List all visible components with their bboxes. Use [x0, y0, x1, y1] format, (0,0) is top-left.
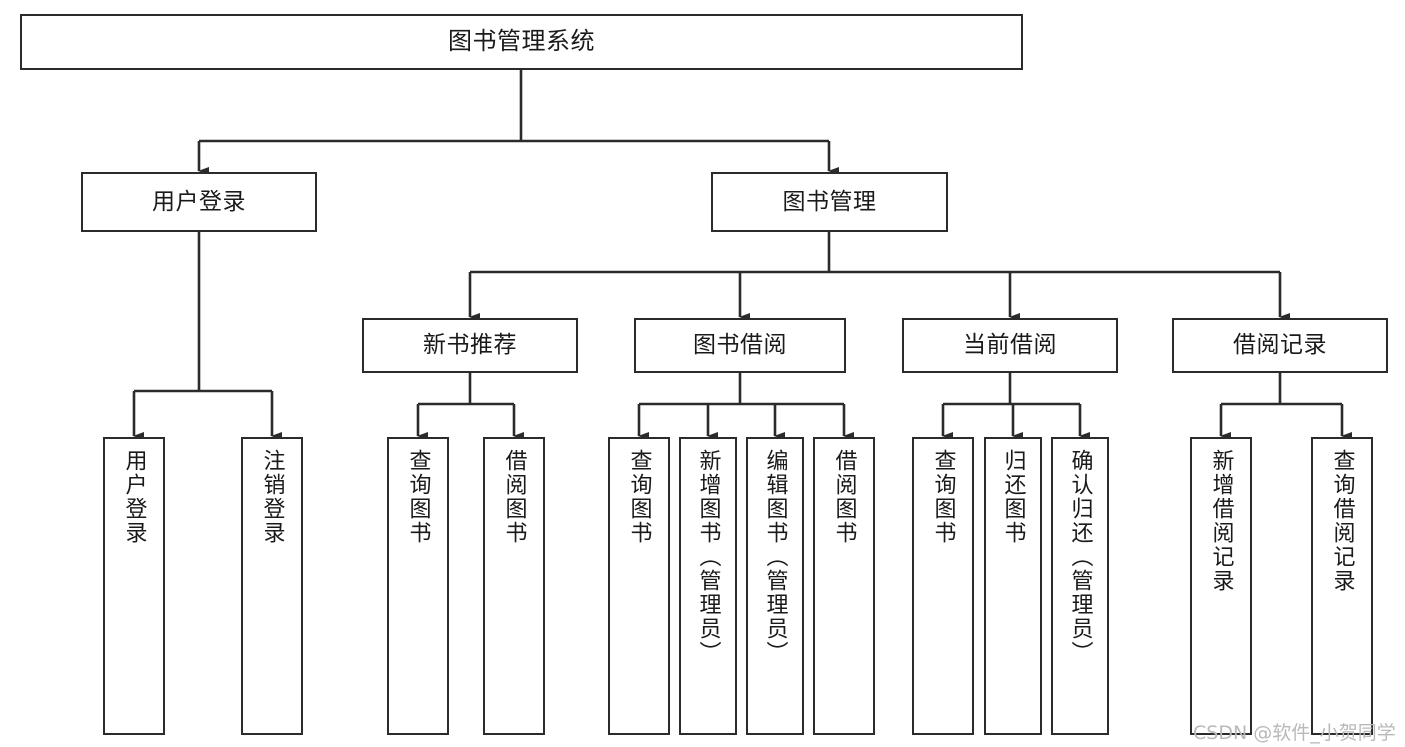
node-leaf-user-logout[interactable]: 注销登录 — [241, 437, 303, 735]
node-leaf-query-borrow-record[interactable]: 查询借阅记录 — [1311, 437, 1373, 735]
node-leaf-add-book-admin-label: 新增图书（管理员） — [695, 449, 721, 665]
node-leaf-borrow-book-2[interactable]: 借阅图书 — [813, 437, 875, 735]
node-leaf-return-book-label: 归还图书 — [1000, 449, 1026, 545]
node-leaf-user-login-label: 用户登录 — [121, 449, 147, 545]
node-user-login-label: 用户登录 — [152, 188, 246, 215]
node-leaf-user-login[interactable]: 用户登录 — [103, 437, 165, 735]
node-root-label: 图书管理系统 — [448, 27, 595, 56]
node-borrow-record[interactable]: 借阅记录 — [1172, 318, 1388, 373]
node-leaf-query-borrow-record-label: 查询借阅记录 — [1329, 449, 1355, 593]
node-leaf-query-book-1[interactable]: 查询图书 — [387, 437, 449, 735]
node-book-borrow[interactable]: 图书借阅 — [634, 318, 846, 373]
node-book-manage-label: 图书管理 — [782, 188, 877, 215]
node-leaf-user-logout-label: 注销登录 — [259, 449, 285, 545]
node-leaf-return-book[interactable]: 归还图书 — [984, 437, 1042, 735]
node-leaf-query-book-2-label: 查询图书 — [626, 449, 652, 545]
node-root[interactable]: 图书管理系统 — [20, 14, 1023, 70]
node-leaf-add-borrow-record[interactable]: 新增借阅记录 — [1190, 437, 1252, 735]
node-leaf-query-book-3-label: 查询图书 — [930, 449, 956, 545]
node-leaf-query-book-1-label: 查询图书 — [405, 449, 431, 545]
node-leaf-borrow-book-2-label: 借阅图书 — [831, 449, 857, 545]
node-book-borrow-label: 图书借阅 — [693, 332, 787, 359]
node-current-borrow[interactable]: 当前借阅 — [902, 318, 1118, 373]
node-book-manage[interactable]: 图书管理 — [711, 172, 948, 232]
node-leaf-query-book-2[interactable]: 查询图书 — [608, 437, 670, 735]
node-borrow-record-label: 借阅记录 — [1233, 332, 1327, 359]
node-leaf-query-book-3[interactable]: 查询图书 — [912, 437, 974, 735]
node-current-borrow-label: 当前借阅 — [963, 332, 1057, 359]
node-leaf-add-borrow-record-label: 新增借阅记录 — [1208, 449, 1234, 593]
node-leaf-edit-book-admin-label: 编辑图书（管理员） — [762, 449, 788, 665]
csdn-watermark: CSDN @软件_小贺同学 — [1193, 722, 1396, 744]
node-leaf-add-book-admin[interactable]: 新增图书（管理员） — [679, 437, 737, 735]
node-new-book-recommend-label: 新书推荐 — [423, 332, 517, 359]
node-leaf-borrow-book-1-label: 借阅图书 — [501, 449, 527, 545]
node-new-book-recommend[interactable]: 新书推荐 — [362, 318, 578, 373]
node-leaf-confirm-return-admin-label: 确认归还（管理员） — [1067, 449, 1093, 665]
node-leaf-borrow-book-1[interactable]: 借阅图书 — [483, 437, 545, 735]
node-leaf-confirm-return-admin[interactable]: 确认归还（管理员） — [1051, 437, 1109, 735]
node-user-login[interactable]: 用户登录 — [81, 172, 317, 232]
node-leaf-edit-book-admin[interactable]: 编辑图书（管理员） — [746, 437, 804, 735]
